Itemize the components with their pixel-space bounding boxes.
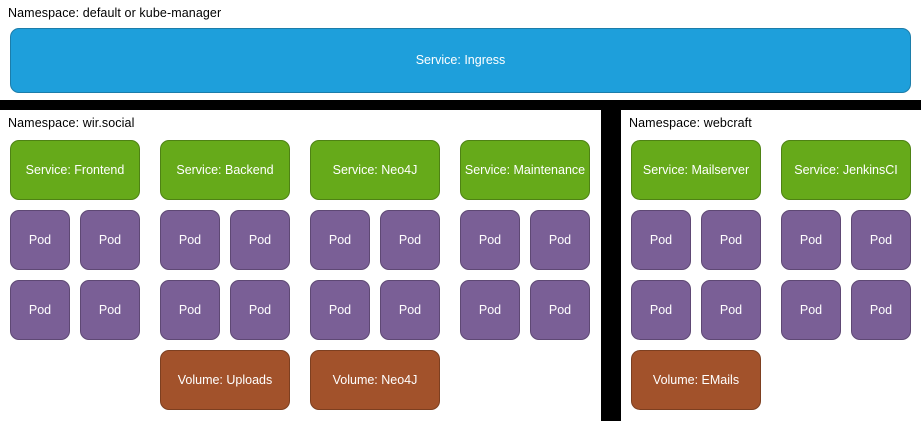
namespace-panel-wir-social: Namespace: wir.social Service: Frontend … [0, 110, 601, 421]
pod-node[interactable]: Pod [631, 280, 691, 340]
pod-node[interactable]: Pod [380, 280, 440, 340]
pod-node[interactable]: Pod [10, 280, 70, 340]
service-backend-node[interactable]: Service: Backend [160, 140, 290, 200]
namespace-panel-webcraft: Namespace: webcraft Service: Mailserver … [621, 110, 921, 421]
pod-node[interactable]: Pod [851, 210, 911, 270]
pod-node[interactable]: Pod [380, 210, 440, 270]
service-neo4j-node[interactable]: Service: Neo4J [310, 140, 440, 200]
pod-node[interactable]: Pod [530, 280, 590, 340]
service-ingress-node[interactable]: Service: Ingress [10, 28, 911, 93]
pod-node[interactable]: Pod [10, 210, 70, 270]
pod-node[interactable]: Pod [631, 210, 691, 270]
pod-node[interactable]: Pod [310, 210, 370, 270]
pod-node[interactable]: Pod [160, 280, 220, 340]
namespace-panel-default: Namespace: default or kube-manager Servi… [0, 0, 921, 100]
pod-node[interactable]: Pod [460, 210, 520, 270]
volume-neo4j-node[interactable]: Volume: Neo4J [310, 350, 440, 410]
pod-node[interactable]: Pod [851, 280, 911, 340]
service-maintenance-node[interactable]: Service: Maintenance [460, 140, 590, 200]
volume-uploads-node[interactable]: Volume: Uploads [160, 350, 290, 410]
pod-node[interactable]: Pod [80, 210, 140, 270]
pod-node[interactable]: Pod [230, 210, 290, 270]
pod-node[interactable]: Pod [80, 280, 140, 340]
pod-node[interactable]: Pod [701, 210, 761, 270]
service-mailserver-node[interactable]: Service: Mailserver [631, 140, 761, 200]
namespace-label-default: Namespace: default or kube-manager [8, 6, 222, 20]
pod-node[interactable]: Pod [460, 280, 520, 340]
volume-emails-node[interactable]: Volume: EMails [631, 350, 761, 410]
pod-node[interactable]: Pod [530, 210, 590, 270]
pod-node[interactable]: Pod [230, 280, 290, 340]
pod-node[interactable]: Pod [160, 210, 220, 270]
pod-node[interactable]: Pod [781, 210, 841, 270]
service-jenkinsci-node[interactable]: Service: JenkinsCI [781, 140, 911, 200]
pod-node[interactable]: Pod [781, 280, 841, 340]
pod-node[interactable]: Pod [310, 280, 370, 340]
namespace-label-webcraft: Namespace: webcraft [629, 116, 752, 130]
namespace-label-wir-social: Namespace: wir.social [8, 116, 135, 130]
pod-node[interactable]: Pod [701, 280, 761, 340]
service-frontend-node[interactable]: Service: Frontend [10, 140, 140, 200]
